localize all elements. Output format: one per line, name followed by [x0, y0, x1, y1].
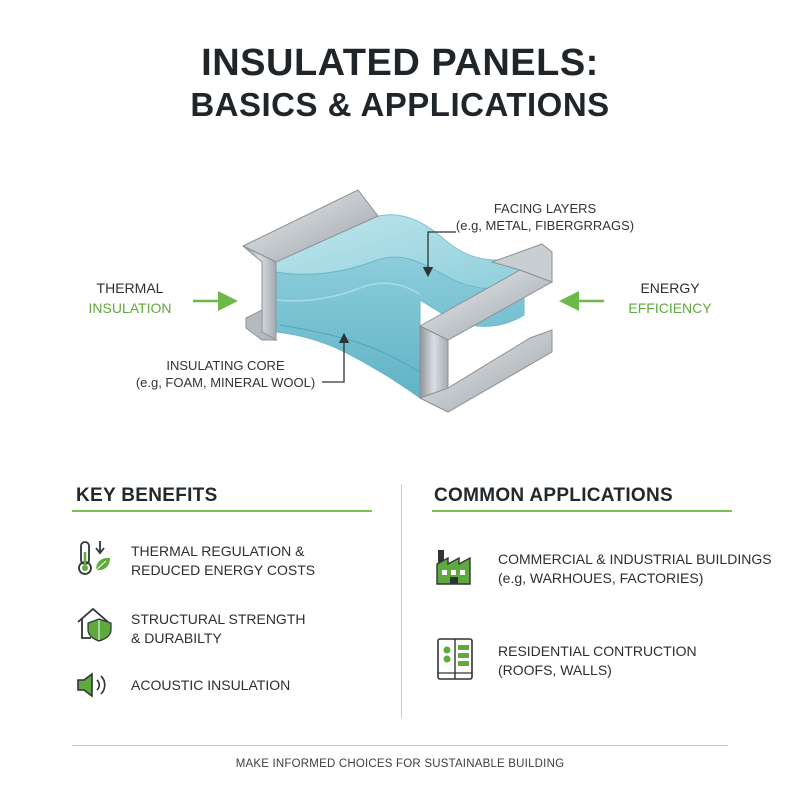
facing-layers-title: FACING LAYERS: [493, 201, 597, 216]
benefit-acoustic-line-1: ACOUSTIC INSULATION: [131, 677, 291, 693]
footer-tagline: MAKE INFORMED CHOICES FOR SUSTAINABLE BU…: [235, 758, 565, 770]
thermal-insulation-line-1: THERMAL: [96, 280, 164, 296]
house-shield-icon: [77, 607, 112, 642]
core-inner-layer-line: [275, 282, 421, 302]
facing-layers-label: FACING LAYERS (e.g, METAL, FIBERGRRAGS): [445, 200, 645, 234]
facing-layers-examples: (e.g, METAL, FIBERGRRAGS): [455, 218, 635, 233]
factory-icon: [436, 550, 471, 585]
application-item-commercial: COMMERCIAL & INDUSTRIAL BUILDINGS (e.g, …: [498, 550, 772, 588]
core-front-face: [275, 256, 525, 399]
benefit-thermal-line-2: REDUCED ENERGY COSTS: [131, 562, 316, 578]
core-lower-layer-line: [279, 324, 421, 373]
facing-layers-pointer: [422, 231, 456, 278]
energy-efficiency-label: ENERGY EFFICIENCY: [610, 278, 730, 318]
common-applications-heading: COMMON APPLICATIONS: [434, 485, 673, 506]
benefit-item-acoustic: ACOUSTIC INSULATION: [131, 676, 290, 695]
page-title-line-1: INSULATED PANELS:: [201, 42, 599, 84]
speaker-icon: [77, 672, 106, 698]
common-applications-rule: [432, 510, 732, 512]
insulating-core-title: INSULATING CORE: [166, 358, 285, 373]
thermal-insulation-line-2: INSULATION: [88, 300, 172, 316]
application-residential-line-1: RESIDENTIAL CONTRUCTION: [498, 643, 697, 659]
page-title-line-2: BASICS & APPLICATIONS: [190, 86, 610, 123]
right-channel-back-flange: [490, 243, 553, 283]
insulating-core-label: INSULATING CORE (e.g, FOAM, MINERAL WOOL…: [118, 357, 333, 391]
application-item-residential: RESIDENTIAL CONTRUCTION (ROOFS, WALLS): [498, 642, 697, 680]
insulating-core-examples: (e.g, FOAM, MINERAL WOOL): [135, 375, 316, 390]
key-benefits-rule: [72, 510, 372, 512]
key-benefits-heading: KEY BENEFITS: [76, 485, 218, 506]
benefit-item-structural: STRUCTURAL STRENGTH & DURABILTY: [131, 610, 306, 648]
benefit-item-thermal: THERMAL REGULATION & REDUCED ENERGY COST…: [131, 542, 315, 580]
application-residential-line-2: (ROOFS, WALLS): [498, 662, 612, 678]
insulating-core-pointer: [322, 332, 350, 383]
right-channel-bottom-flange: [418, 329, 553, 413]
thermal-insulation-label: THERMAL INSULATION: [70, 278, 190, 318]
section-divider: [401, 484, 402, 718]
residential-panel-icon: [437, 638, 473, 680]
application-commercial-line-1: COMMERCIAL & INDUSTRIAL BUILDINGS: [498, 551, 772, 567]
benefit-thermal-line-1: THERMAL REGULATION &: [131, 543, 305, 559]
footer-rule: [72, 745, 728, 746]
energy-efficiency-line-2: EFFICIENCY: [628, 300, 712, 316]
panel-diagram: [193, 189, 604, 413]
energy-efficiency-line-1: ENERGY: [640, 280, 700, 296]
thermometer-leaf-icon: [78, 541, 110, 575]
benefit-structural-line-1: STRUCTURAL STRENGTH: [131, 611, 306, 627]
benefit-structural-line-2: & DURABILTY: [131, 630, 222, 646]
left-channel-bottom-flange: [245, 309, 278, 341]
application-commercial-line-2: (e.g, WARHOUES, FACTORIES): [498, 570, 704, 586]
